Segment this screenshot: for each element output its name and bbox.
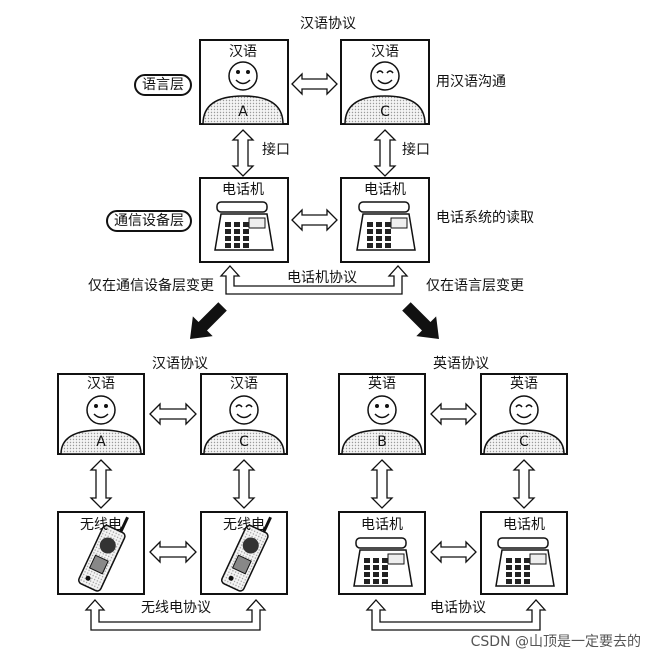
bl-language-arrow [149, 402, 197, 426]
bl-vertical-arrow-right [232, 459, 256, 509]
bl-device-arrow [149, 540, 197, 564]
br-vertical-arrow-left [370, 459, 394, 509]
person-c-figure [203, 395, 285, 455]
interface-arrow-right [373, 129, 397, 177]
br-phone-right-title: 电话机 [503, 517, 545, 533]
change-right-label: 仅在语言层变更 [426, 278, 524, 294]
bl-box-a-letter: A [96, 434, 106, 450]
device-layer-label: 通信设备层 [106, 210, 192, 232]
top-phone-protocol-arrow [219, 265, 409, 295]
interface-label-right: 接口 [402, 142, 430, 158]
top-box-c-title: 汉语 [371, 44, 399, 60]
change-left-label: 仅在通信设备层变更 [88, 278, 214, 294]
top-phone-left-title: 电话机 [222, 182, 264, 198]
top-device-arrow [291, 208, 338, 232]
change-left-arrow [190, 302, 227, 339]
bl-protocol-label: 汉语协议 [152, 356, 208, 372]
top-box-a-letter: A [238, 104, 248, 120]
phone-icon [214, 201, 274, 251]
br-device-arrow [430, 540, 477, 564]
br-phone-left-title: 电话机 [361, 517, 403, 533]
top-protocol-label: 汉语协议 [300, 16, 356, 32]
person-c-figure [483, 395, 565, 455]
person-b-figure [341, 395, 423, 455]
br-vertical-arrow-right [512, 459, 536, 509]
phone-icon [495, 537, 555, 587]
top-phone-right-title: 电话机 [364, 182, 406, 198]
br-box-c-title: 英语 [510, 376, 538, 392]
top-phone-protocol-label: 电话机协议 [287, 270, 357, 286]
bl-vertical-arrow-left [89, 459, 113, 509]
phone-icon [356, 201, 416, 251]
device-note: 电话系统的读取 [436, 210, 534, 226]
bl-radio-right-title: 无线电 [223, 517, 265, 533]
top-language-arrow [291, 72, 338, 96]
watermark: CSDN @山顶是一定要去的 [470, 634, 641, 650]
br-box-c-letter: C [519, 434, 529, 450]
interface-label-left: 接口 [262, 142, 290, 158]
br-box-b-letter: B [377, 434, 387, 450]
bl-radio-left-title: 无线电 [80, 517, 122, 533]
br-phone-protocol-label: 电话协议 [430, 600, 486, 616]
change-right-arrow [402, 302, 439, 339]
radio-icon [78, 516, 129, 592]
br-box-b-title: 英语 [368, 376, 396, 392]
interface-arrow-left [231, 129, 255, 177]
bl-box-c-title: 汉语 [230, 376, 258, 392]
language-layer-label: 语言层 [134, 74, 192, 96]
top-box-a-title: 汉语 [229, 44, 257, 60]
person-c-figure [344, 61, 426, 125]
bl-radio-protocol-label: 无线电协议 [141, 600, 211, 616]
person-a-figure [202, 61, 284, 125]
top-box-c-letter: C [380, 104, 390, 120]
bl-box-c-letter: C [239, 434, 249, 450]
phone-icon [353, 537, 413, 587]
bl-radio-protocol-arrow [84, 599, 267, 631]
person-a-figure [60, 395, 142, 455]
radio-icon [221, 516, 272, 592]
br-language-arrow [430, 402, 477, 426]
br-protocol-label: 英语协议 [433, 356, 489, 372]
br-phone-protocol-arrow [365, 599, 547, 631]
language-note: 用汉语沟通 [436, 74, 506, 90]
bl-box-a-title: 汉语 [87, 376, 115, 392]
